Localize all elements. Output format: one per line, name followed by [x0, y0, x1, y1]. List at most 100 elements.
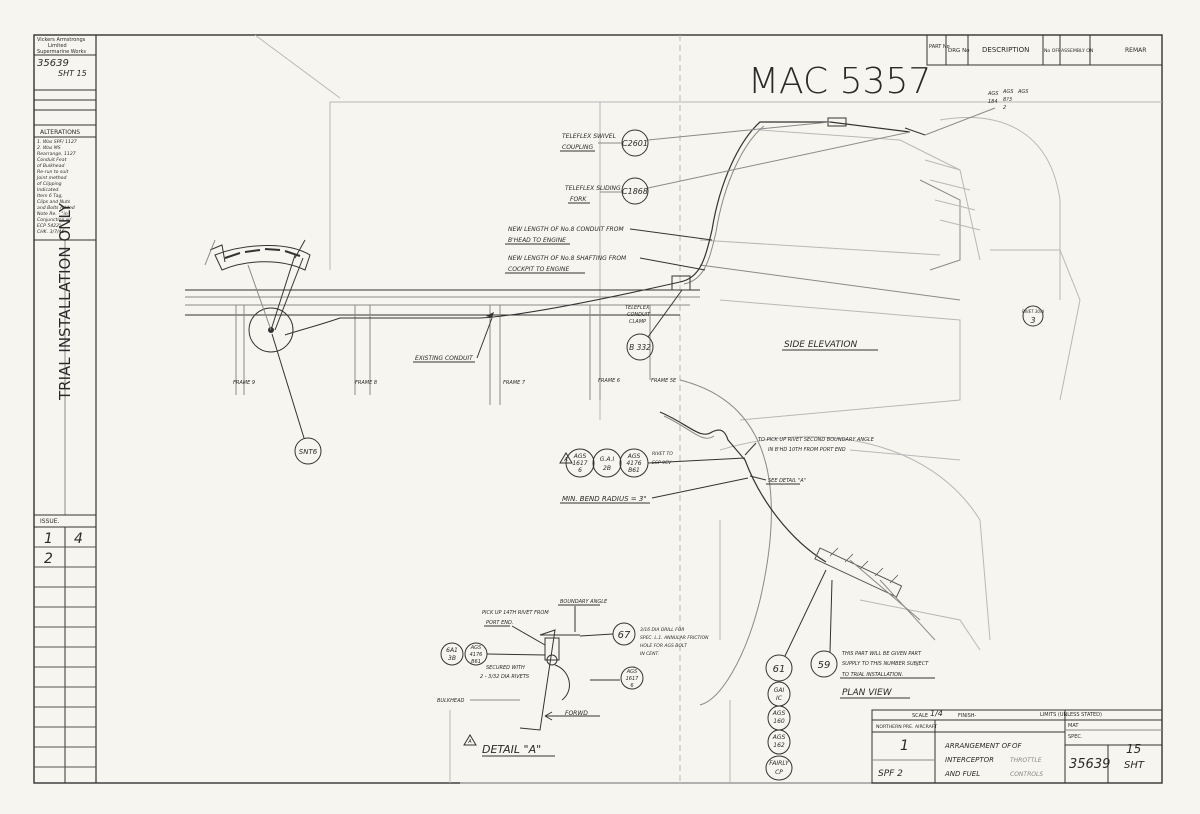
svg-text:G.A.I: G.A.I — [600, 456, 615, 463]
title-b-3: CONTROLS — [1010, 771, 1043, 778]
strip-drawing-no: 35639 — [37, 58, 69, 69]
col-drg-no: DRG No — [948, 48, 970, 54]
title-line-3: AND FUEL — [944, 770, 980, 778]
airframe-outline — [254, 34, 1162, 784]
svg-text:AGS: AGS — [470, 645, 482, 651]
svg-text:1617: 1617 — [626, 676, 640, 682]
svg-text:FRAME 9: FRAME 9 — [233, 380, 255, 386]
svg-text:AGS: AGS — [772, 734, 786, 741]
svg-text:2 - 3/32 DIA RIVETS: 2 - 3/32 DIA RIVETS — [480, 674, 530, 680]
svg-text:Clips and Nuts: Clips and Nuts — [37, 199, 71, 205]
svg-text:of Bulkhead: of Bulkhead — [37, 163, 64, 169]
svg-text:TO PICK UP RIVET SECOND BOUNDA: TO PICK UP RIVET SECOND BOUNDARY ANGLE — [758, 437, 875, 443]
svg-text:6: 6 — [578, 467, 582, 474]
balloon-c1868: C1868 — [622, 187, 648, 196]
svg-text:Note Re. - "in: Note Re. - "in — [37, 211, 68, 217]
mat-label: MAT — [1068, 723, 1079, 729]
svg-text:CLAMP: CLAMP — [629, 319, 646, 325]
spec-label: SPEC. — [1068, 734, 1083, 740]
existing-conduit-label: EXISTING CONDUIT — [415, 355, 474, 362]
svg-text:4176: 4176 — [470, 652, 483, 658]
detail-a: FORWD 6A1 3B AGS 4176 B61 AGS 1617 6 67 … — [440, 622, 644, 757]
col-remarks: REMAR — [1125, 47, 1146, 54]
balloon-b332: B 332 — [629, 343, 651, 352]
svg-text:162: 162 — [773, 742, 785, 749]
company-line2: Limited — [48, 43, 67, 49]
svg-text:AGS: AGS — [772, 710, 786, 717]
drawing-number-large: MAC 5357 — [748, 61, 931, 102]
svg-text:B'HEAD TO ENGINE: B'HEAD TO ENGINE — [508, 237, 566, 244]
svg-text:AGS: AGS — [627, 453, 641, 460]
svg-text:NEW LENGTH OF No.8 SHAFTING FR: NEW LENGTH OF No.8 SHAFTING FROM — [508, 255, 627, 262]
tb-sheet-no: 15 — [1126, 742, 1141, 756]
svg-text:of Clipping: of Clipping — [37, 181, 62, 187]
svg-text:184: 184 — [988, 99, 998, 105]
balloon-c2601: C2601 — [622, 139, 648, 148]
title-line-2: INTERCEPTOR — [945, 756, 994, 764]
svg-text:B61: B61 — [471, 659, 481, 665]
col-assembly-on: ASSEMBLY ON — [1061, 48, 1093, 54]
svg-text:IN B'HD 10TH FROM PORT END: IN B'HD 10TH FROM PORT END — [768, 447, 846, 453]
min-bend-radius: MIN. BEND RADIUS = 3" — [562, 495, 647, 503]
balloon-61: 61 — [773, 664, 786, 675]
trial-installation-note: TRIAL INSTALLATION ONLY — [56, 202, 74, 401]
annotations: TELEFLEX SWIVEL COUPLING TELEFLEX SLIDIN… — [233, 89, 1029, 704]
svg-text:FORK: FORK — [570, 196, 587, 203]
svg-text:TELEFLEX SLIDING: TELEFLEX SLIDING — [565, 185, 621, 192]
issue-1: 1 — [44, 531, 53, 547]
svg-text:TELEFLEX: TELEFLEX — [625, 305, 650, 311]
svg-text:GAI: GAI — [774, 687, 785, 694]
svg-text:AGS: AGS — [987, 91, 999, 97]
svg-text:Re-run to suit: Re-run to suit — [37, 169, 69, 175]
svg-text:IN CENT.: IN CENT. — [640, 651, 659, 657]
issue-1-value: 4 — [74, 531, 83, 547]
col-no-off: No OFF — [1044, 48, 1061, 54]
scale-label: SCALE — [912, 713, 928, 719]
svg-text:FRAME 6: FRAME 6 — [598, 378, 620, 384]
left-strip: Vickers Armstrongs Limited Supermarine W… — [34, 37, 96, 783]
svg-text:A: A — [563, 457, 568, 463]
svg-text:160: 160 — [773, 718, 785, 725]
svg-text:3/16 DIA DRILL FOR: 3/16 DIA DRILL FOR — [640, 627, 684, 633]
svg-text:Conjunction w/: Conjunction w/ — [37, 217, 72, 223]
svg-text:SUPPLY TO THIS NUMBER SUBJECT: SUPPLY TO THIS NUMBER SUBJECT — [842, 661, 929, 667]
svg-text:NEW LENGTH OF No.8 CONDUIT FRO: NEW LENGTH OF No.8 CONDUIT FROM — [508, 226, 624, 233]
svg-text:RIVET TO: RIVET TO — [652, 451, 673, 457]
svg-text:AGS: AGS — [626, 669, 638, 675]
svg-text:6: 6 — [630, 683, 633, 689]
svg-text:8?3: 8?3 — [1003, 97, 1012, 103]
company-works: Supermarine Works — [37, 49, 86, 55]
svg-text:THIS PART WILL BE GIVEN PART: THIS PART WILL BE GIVEN PART — [842, 651, 922, 657]
svg-text:CHK. 3/7/46: CHK. 3/7/46 — [37, 229, 64, 235]
forward-label: FORWD — [565, 710, 588, 717]
balloon-67: 67 — [618, 630, 631, 641]
svg-text:Conduit Feat: Conduit Feat — [37, 157, 67, 163]
strip-sheet: SHT 15 — [58, 69, 87, 78]
svg-text:4176: 4176 — [626, 460, 641, 467]
issue-header: ISSUE. — [40, 518, 60, 525]
svg-text:1617: 1617 — [572, 460, 587, 467]
plan-view-conduit — [659, 159, 981, 641]
drawing-border — [33, 34, 1163, 784]
svg-text:FAIRLY: FAIRLY — [769, 760, 790, 767]
svg-text:Rearrange, 1127: Rearrange, 1127 — [37, 151, 76, 157]
balloon-3-part: RIVET 30/A — [1022, 309, 1044, 314]
tb-issue: 1 — [900, 738, 909, 754]
alteration-notes: 1. Was SPF/ 1127 2. Was MS Rearrange, 11… — [36, 139, 77, 235]
title-b-2: THROTTLE — [1010, 757, 1042, 764]
balloon-59: 59 — [818, 660, 831, 671]
tb-spf: SPF 2 — [878, 769, 903, 779]
svg-text:A: A — [467, 739, 472, 745]
svg-text:HOLE FOR AGS BOLT: HOLE FOR AGS BOLT — [640, 643, 688, 649]
svg-text:AGS: AGS — [1002, 89, 1014, 95]
svg-text:SPEC. L.1. ANNULAR FRICTION: SPEC. L.1. ANNULAR FRICTION — [640, 635, 709, 641]
svg-text:FRAME 8: FRAME 8 — [355, 380, 377, 386]
tb-sheet-label: SHT — [1124, 760, 1145, 771]
title-b-1: OF — [1012, 742, 1023, 750]
svg-text:BULKHEAD: BULKHEAD — [437, 698, 464, 704]
company-name: Vickers Armstrongs — [37, 37, 86, 43]
detail-a-title: DETAIL "A" — [482, 743, 541, 756]
header-table: PART No DRG No DESCRIPTION No OFF ASSEMB… — [926, 34, 1163, 66]
